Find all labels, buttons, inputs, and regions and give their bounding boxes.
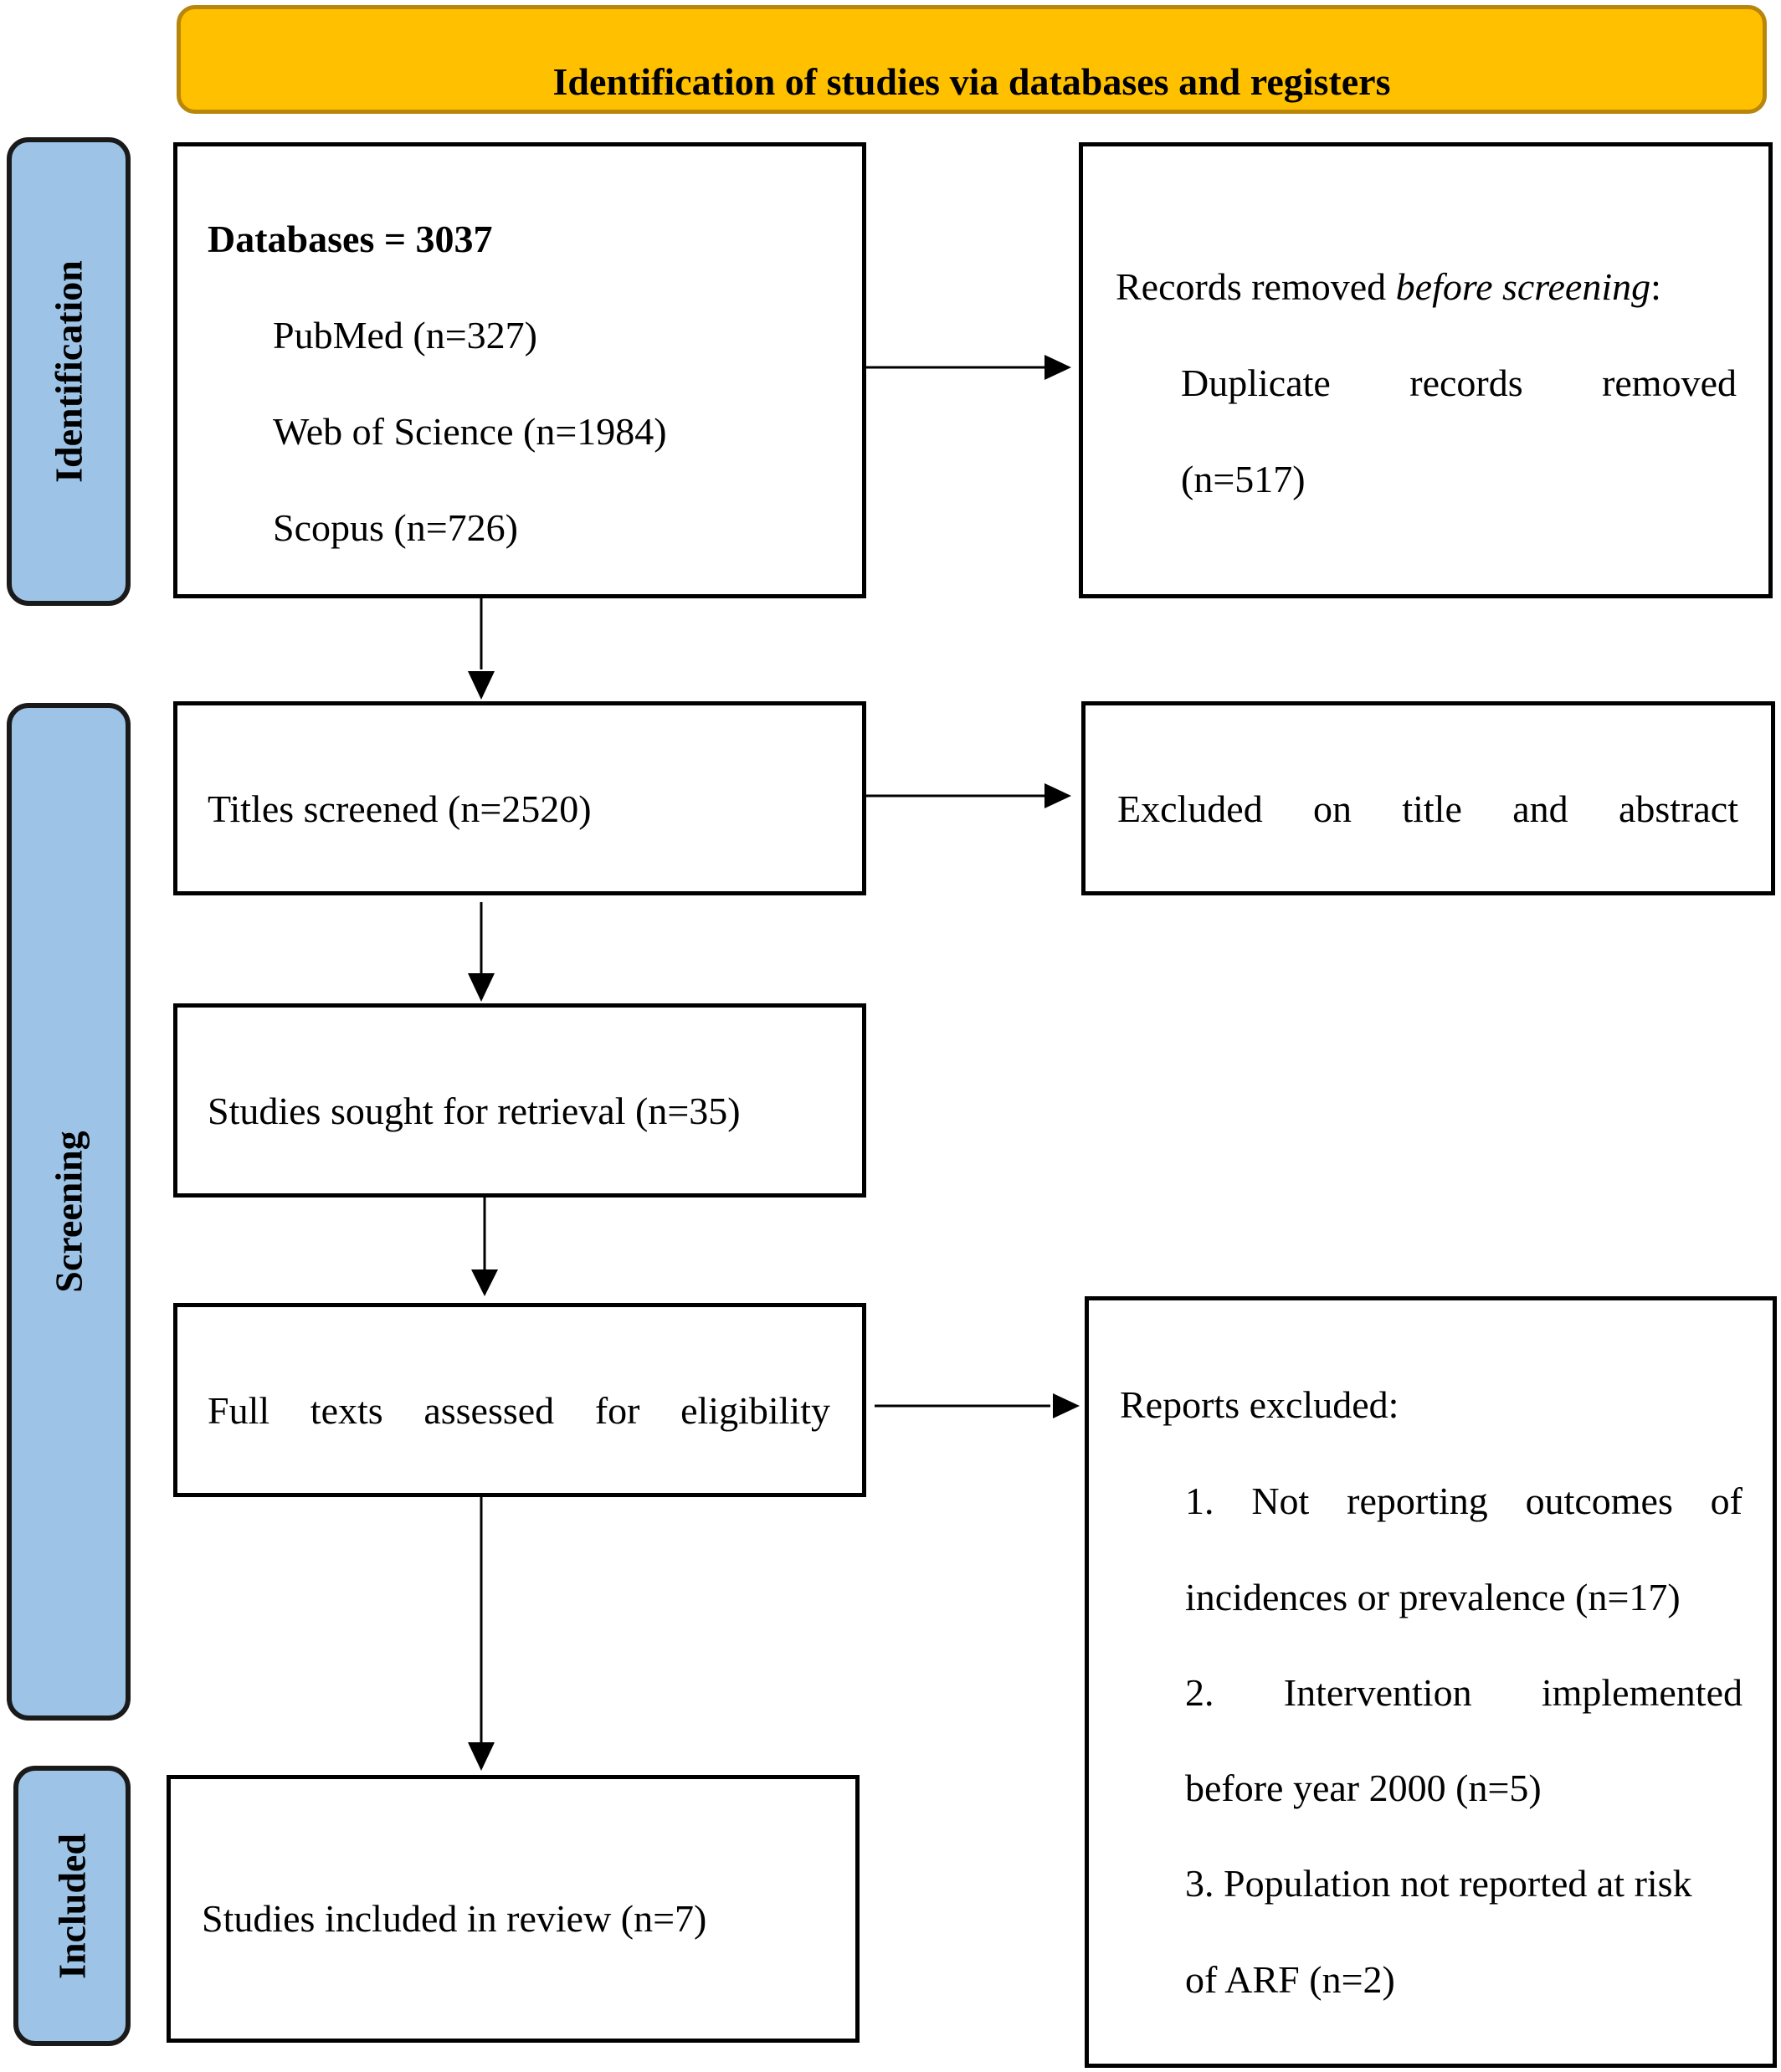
database-scopus: Scopus (n=726) bbox=[273, 506, 518, 549]
reason-3-line-2: of ARF (n=2) bbox=[1185, 1958, 1395, 2001]
titles-screened-label: Titles screened (n=2520) bbox=[208, 787, 592, 830]
arrowhead-down-4 bbox=[468, 1742, 495, 1771]
phase-identification: Identification bbox=[7, 137, 131, 606]
studies-included-label: Studies included in review (n=7) bbox=[202, 1897, 707, 1940]
arrowhead-down-2 bbox=[468, 973, 495, 1002]
reports-excluded-title: Reports excluded: bbox=[1120, 1383, 1399, 1426]
database-pubmed: PubMed (n=327) bbox=[273, 314, 537, 356]
arrowhead-right-2 bbox=[1044, 783, 1071, 808]
duplicate-records-count: (n=517) bbox=[1181, 458, 1306, 500]
reason-2-line-1: 2. Intervention implemented bbox=[1185, 1671, 1743, 1714]
reason-1-line-1: 1. Not reporting outcomes of bbox=[1185, 1480, 1743, 1522]
phase-included: Included bbox=[13, 1766, 131, 2046]
reason-1-line-2: incidences or prevalence (n=17) bbox=[1185, 1576, 1681, 1618]
studies-sought-label: Studies sought for retrieval (n=35) bbox=[208, 1090, 741, 1132]
studies-included-box bbox=[167, 1775, 860, 2043]
header-banner: Identification of studies via databases … bbox=[177, 5, 1767, 114]
arrowhead-down-3 bbox=[471, 1269, 498, 1296]
reason-2-line-2: before year 2000 (n=5) bbox=[1185, 1767, 1542, 1809]
excluded-title-abstract-box bbox=[1081, 701, 1775, 895]
titles-screened-box bbox=[173, 701, 866, 895]
databases-box bbox=[173, 142, 866, 598]
records-removed-heading: Records removed before screening: bbox=[1116, 265, 1661, 308]
records-removed-box bbox=[1079, 142, 1773, 598]
reason-3-line-1: 3. Population not reported at risk bbox=[1185, 1862, 1692, 1905]
reports-excluded-box bbox=[1085, 1296, 1777, 2068]
full-texts-label: Full texts assessed for eligibility bbox=[208, 1389, 830, 1432]
excluded-title-abstract-label: Excluded on title and abstract bbox=[1117, 787, 1738, 830]
studies-sought-box bbox=[173, 1003, 866, 1198]
arrowhead-down-1 bbox=[468, 671, 495, 700]
databases-title: Databases = 3037 bbox=[208, 218, 493, 260]
arrowhead-right-3 bbox=[1053, 1393, 1080, 1418]
full-texts-box bbox=[173, 1303, 866, 1497]
phase-screening: Screening bbox=[7, 703, 131, 1721]
arrowhead-right-1 bbox=[1044, 355, 1071, 380]
header-title: Identification of studies via databases … bbox=[552, 60, 1391, 103]
duplicate-records-line: Duplicate records removed bbox=[1181, 362, 1737, 404]
database-web-of-science: Web of Science (n=1984) bbox=[273, 410, 667, 453]
